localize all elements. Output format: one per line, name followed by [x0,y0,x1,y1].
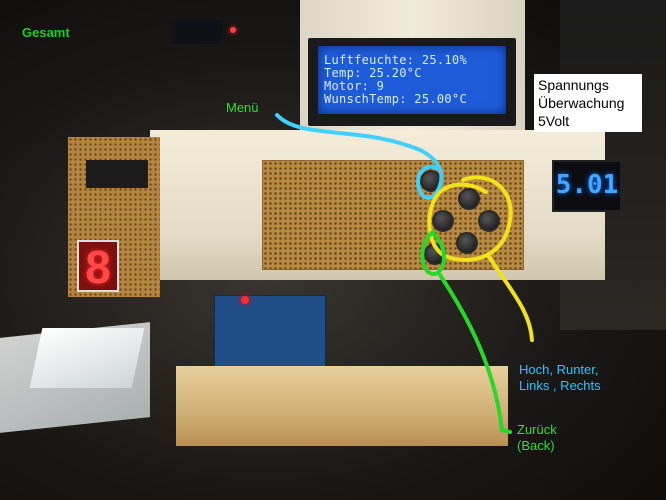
arduino-board [214,295,326,367]
directions-outline [427,175,534,342]
background-device [172,20,222,44]
wooden-base [176,366,508,446]
seven-segment-display: 8 [77,240,119,293]
background-led [230,27,236,33]
directions-line: Links , Rechts [519,378,601,393]
left-button [432,210,454,232]
back-line: (Back) [517,438,555,453]
menu-label: Menü [226,100,259,115]
back-line: Zurück [517,422,557,437]
lcd-line-target-temp: WunschTemp: 25.00°C [324,92,467,106]
back-label: Zurück (Back) [517,422,557,454]
up-button [458,188,480,210]
back-outline [420,230,512,434]
down-button [456,232,478,254]
voltage-monitor-line: Überwachung [538,95,625,111]
voltage-monitor-line: Spannungs [538,77,609,93]
red-led [241,296,249,304]
voltmeter-reading: 5.01 [555,170,619,200]
directions-line: Hoch, Runter, [519,362,599,377]
lcd-display: Luftfeuchte: 25.10% Temp: 25.20°C Motor:… [318,46,506,114]
lcd-line-temp: Temp: 25.20°C [324,66,422,80]
gesamt-label: Gesamt [22,25,70,40]
lcd-line-motor: Motor: 9 [324,79,385,93]
lcd-line-humidity: Luftfeuchte: 25.10% [324,53,467,67]
voltage-monitor-label: Spannungs Überwachung 5Volt [534,74,642,132]
menu-outline [275,113,444,200]
right-button [478,210,500,232]
directions-label: Hoch, Runter, Links , Rechts [519,362,601,394]
ic-chip [86,160,148,188]
seven-segment-digit: 8 [85,241,111,293]
voltmeter: 5.01 [552,160,622,212]
voltage-monitor-line: 5Volt [538,113,570,129]
